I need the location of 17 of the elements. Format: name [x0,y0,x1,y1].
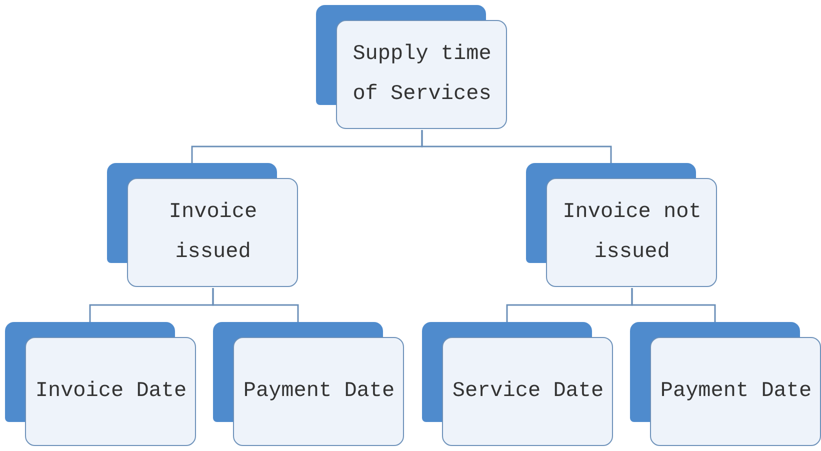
node-label: Supply time of Services [352,42,492,108]
connector-line [212,288,299,322]
node-label: Payment Date [243,379,395,405]
node-label: Payment Date [660,379,812,405]
node-label: Invoice Date [35,379,187,405]
stacked-card [213,322,405,447]
stacked-card [316,5,508,130]
stacked-card [107,163,299,288]
connector-line [631,288,716,322]
node-label: Invoice issued [168,200,258,266]
stacked-card [526,163,718,288]
stacked-card [422,322,614,447]
stacked-card [630,322,821,447]
node-label: Service Date [452,379,604,405]
node-label: Invoice not issued [562,200,702,266]
connector-line [421,130,612,163]
stacked-card [5,322,197,447]
